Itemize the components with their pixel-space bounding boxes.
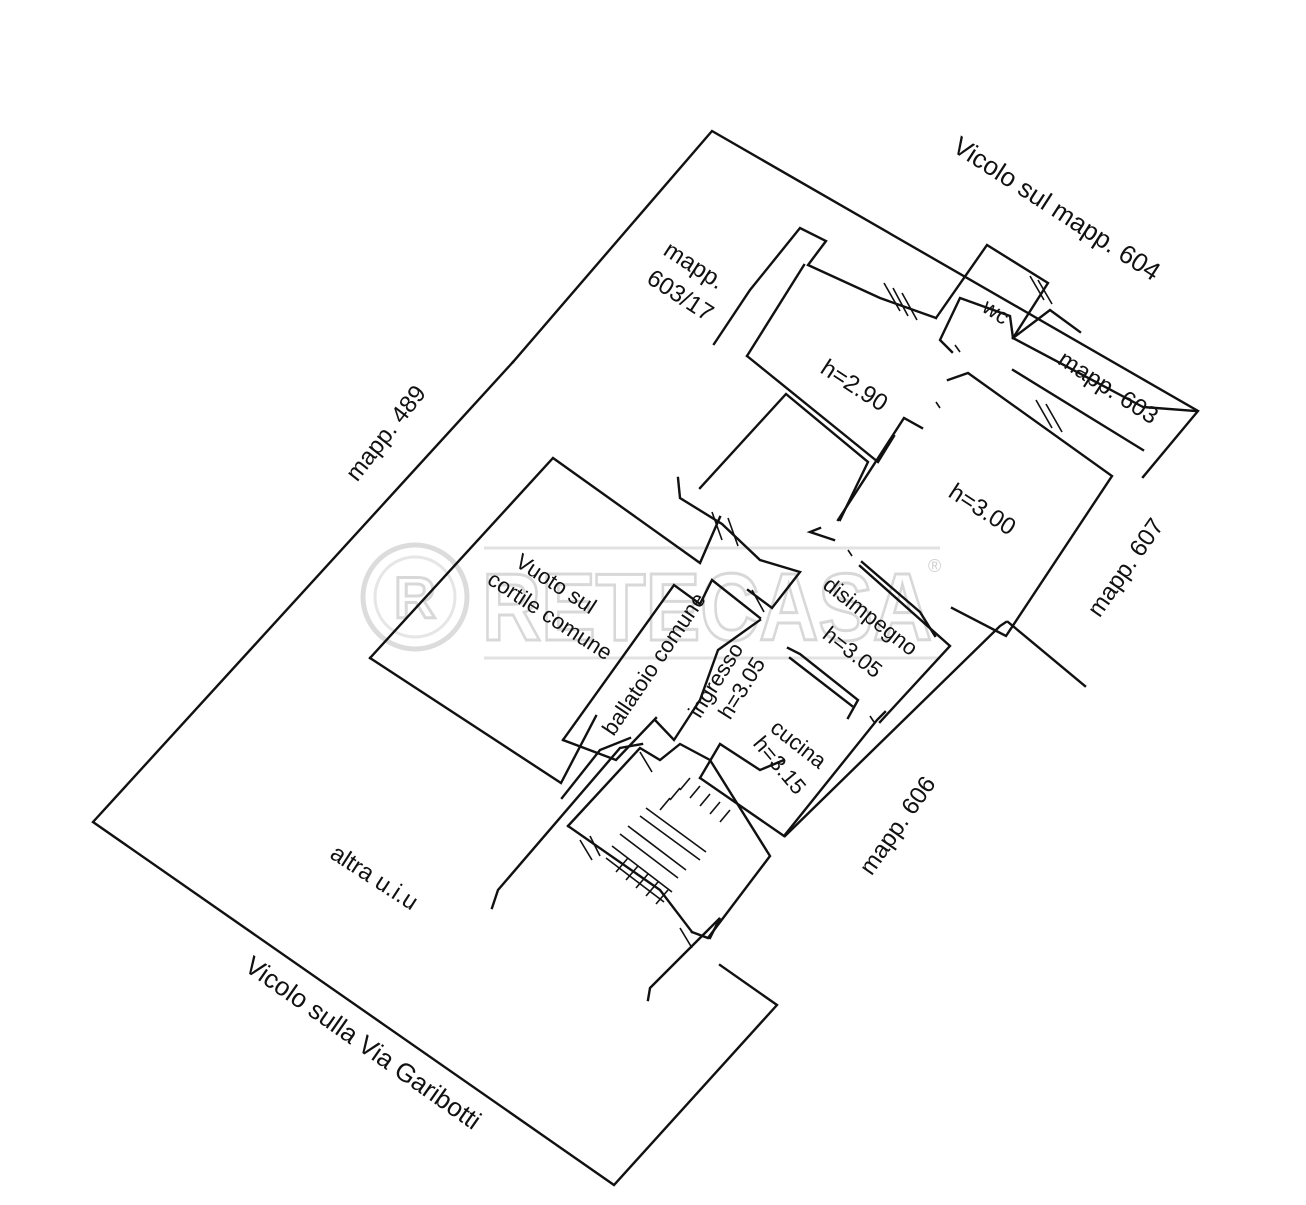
building-walls (368, 226, 1197, 1002)
stair-treads (605, 777, 731, 905)
watermark-text: RETECASA (482, 554, 932, 661)
label-room-h300: h=3.00 (944, 478, 1021, 541)
watermark: R RETECASA ® (360, 542, 941, 663)
label-mapp-607: mapp. 607 (1082, 514, 1169, 622)
label-mapp-606: mapp. 606 (854, 772, 941, 880)
label-mapp-489: mapp. 489 (341, 380, 432, 486)
label-wc: wc (977, 293, 1014, 329)
openings (579, 275, 1063, 949)
label-vicolo-north: Vicolo sul mapp. 604 (948, 130, 1166, 286)
label-altra-uiu: altra u.i.u (325, 840, 422, 916)
parcel-outline (91, 129, 1200, 1187)
label-vicolo-south: Vicolo sulla Via Garibotti (240, 950, 487, 1136)
watermark-mark: R (394, 566, 436, 631)
label-room-h290: h=2.90 (816, 354, 893, 417)
watermark-registered: ® (928, 556, 941, 576)
